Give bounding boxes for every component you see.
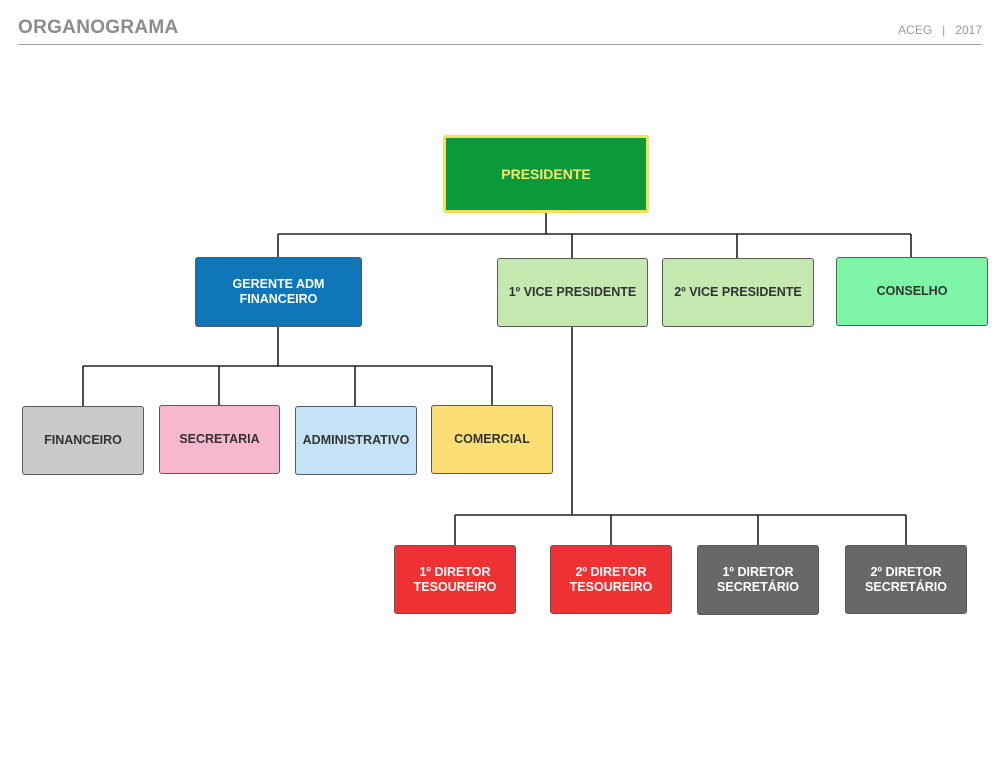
node-comercial: COMERCIAL [431,405,553,474]
node-label: 1º DIRETOR SECRETÁRIO [717,565,799,594]
node-conselho: CONSELHO [836,257,988,326]
year: 2017 [955,23,982,37]
node-vice-presidente-2: 2º VICE PRESIDENTE [662,258,814,327]
node-diretor-tesoureiro-2: 2º DIRETOR TESOUREIRO [550,545,672,614]
node-gerente-adm-financeiro: GERENTE ADM FINANCEIRO [195,257,362,327]
node-label: PRESIDENTE [501,165,591,182]
node-label: SECRETARIA [179,432,260,446]
header-meta: ACEG | 2017 [898,23,982,37]
node-label: COMERCIAL [454,432,530,446]
header-separator: | [942,23,946,37]
header-divider [18,44,982,45]
node-secretaria: SECRETARIA [159,405,280,474]
node-label: FINANCEIRO [44,433,122,447]
page-title: ORGANOGRAMA [18,17,179,38]
node-label: 1º VICE PRESIDENTE [508,285,637,299]
node-label: ADMINISTRATIVO [302,433,410,447]
node-label: 2º VICE PRESIDENTE [674,285,802,299]
org-name: ACEG [898,23,933,37]
node-administrativo: ADMINISTRATIVO [295,406,417,475]
node-vice-presidente-1: 1º VICE PRESIDENTE [497,258,648,327]
node-label: 2º DIRETOR SECRETÁRIO [865,564,947,594]
node-label: CONSELHO [876,284,948,298]
node-label: 1º DIRETOR TESOUREIRO [413,564,497,594]
node-diretor-secretario-1: 1º DIRETOR SECRETÁRIO [697,545,819,615]
node-label: GERENTE ADM FINANCEIRO [232,277,325,306]
node-presidente: PRESIDENTE [443,135,649,213]
node-label: 2º DIRETOR TESOUREIRO [569,564,653,594]
node-diretor-secretario-2: 2º DIRETOR SECRETÁRIO [845,545,967,614]
node-financeiro: FINANCEIRO [22,406,144,475]
node-diretor-tesoureiro-1: 1º DIRETOR TESOUREIRO [394,545,516,614]
